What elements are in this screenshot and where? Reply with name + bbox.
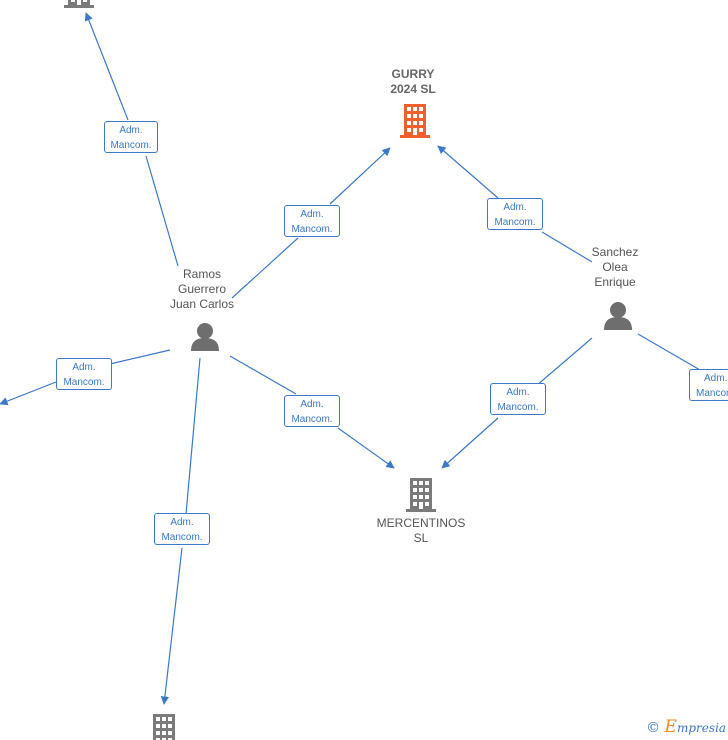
edge-label-line1: Adm. xyxy=(704,373,728,384)
brand-initial: E xyxy=(664,717,677,737)
edge-label-sanchez-right[interactable]: Adm. Mancom. xyxy=(689,369,728,401)
mercentinos-building-icon[interactable] xyxy=(406,478,436,512)
edge-label-line1: Adm. xyxy=(170,517,194,528)
edge-label-line2: Mancom. xyxy=(291,414,333,425)
edge-ramos-top-left xyxy=(86,13,179,267)
edge-label-ramos-left[interactable]: Adm. Mancom. xyxy=(56,358,112,390)
edge-ramos-bottom xyxy=(164,357,201,704)
edge-label-line2: Mancom. xyxy=(110,140,152,151)
edge-label-line1: Adm. xyxy=(503,202,527,213)
gurry-label-line2: 2024 SL xyxy=(390,82,436,96)
sanchez-label[interactable]: Sanchez Olea Enrique xyxy=(574,245,656,290)
edge-label-line2: Mancom. xyxy=(497,402,539,413)
sanchez-person-icon[interactable] xyxy=(604,302,632,330)
edge-label-line1: Adm. xyxy=(119,125,143,136)
mercentinos-label-line2: SL xyxy=(413,531,429,545)
mercentinos-label[interactable]: MERCENTINOS SL xyxy=(370,516,472,546)
edge-label-line2: Mancom. xyxy=(291,224,333,235)
sanchez-label-line1: Sanchez xyxy=(591,245,639,259)
edge-label-ramos-mercentinos[interactable]: Adm. Mancom. xyxy=(284,395,340,427)
edge-label-sanchez-gurry[interactable]: Adm. Mancom. xyxy=(487,198,543,230)
edge-sanchez-mercentinos xyxy=(442,337,593,468)
copyright-symbol: © xyxy=(646,720,661,736)
ramos-label[interactable]: Ramos Guerrero Juan Carlos xyxy=(156,267,248,312)
edge-ramos-mercentinos xyxy=(229,355,394,468)
edge-label-line2: Mancom. xyxy=(494,217,536,228)
sanchez-label-line3: Enrique xyxy=(594,275,636,289)
edge-label-line1: Adm. xyxy=(72,362,96,373)
edge-sanchez-right xyxy=(637,333,701,371)
edge-label-sanchez-mercentinos[interactable]: Adm. Mancom. xyxy=(490,383,546,415)
gurry-building-icon[interactable] xyxy=(400,104,430,138)
edge-label-line1: Adm. xyxy=(300,399,324,410)
edge-label-line1: Adm. xyxy=(506,387,530,398)
edge-label-ramos-top-left[interactable]: Adm. Mancom. xyxy=(104,121,158,153)
edge-label-line2: Mancom. xyxy=(161,532,203,543)
mercentinos-label-line1: MERCENTINOS xyxy=(376,516,466,530)
edge-sanchez-gurry xyxy=(438,146,593,263)
edge-label-line2: Mancom. xyxy=(696,388,728,399)
edge-label-ramos-bottom[interactable]: Adm. Mancom. xyxy=(154,513,210,545)
gurry-label[interactable]: GURRY 2024 SL xyxy=(372,67,454,97)
ramos-person-icon[interactable] xyxy=(191,323,219,351)
edge-label-line2: Mancom. xyxy=(63,377,105,388)
edge-ramos-left xyxy=(0,349,171,404)
ramos-label-line1: Ramos xyxy=(182,267,221,281)
brand-name: mpresia xyxy=(676,721,726,735)
empresia-watermark: © Empresia xyxy=(646,717,726,737)
edge-label-line1: Adm. xyxy=(300,209,324,220)
bottom-company-building-icon[interactable] xyxy=(149,714,179,740)
edge-label-ramos-gurry[interactable]: Adm. Mancom. xyxy=(284,205,340,237)
ramos-label-line2: Guerrero xyxy=(177,282,227,296)
ramos-label-line3: Juan Carlos xyxy=(169,297,235,311)
gurry-label-line1: GURRY xyxy=(391,67,435,81)
top-left-company-building-icon[interactable] xyxy=(64,0,94,8)
edge-ramos-gurry xyxy=(231,148,390,299)
sanchez-label-line2: Olea xyxy=(602,260,628,274)
